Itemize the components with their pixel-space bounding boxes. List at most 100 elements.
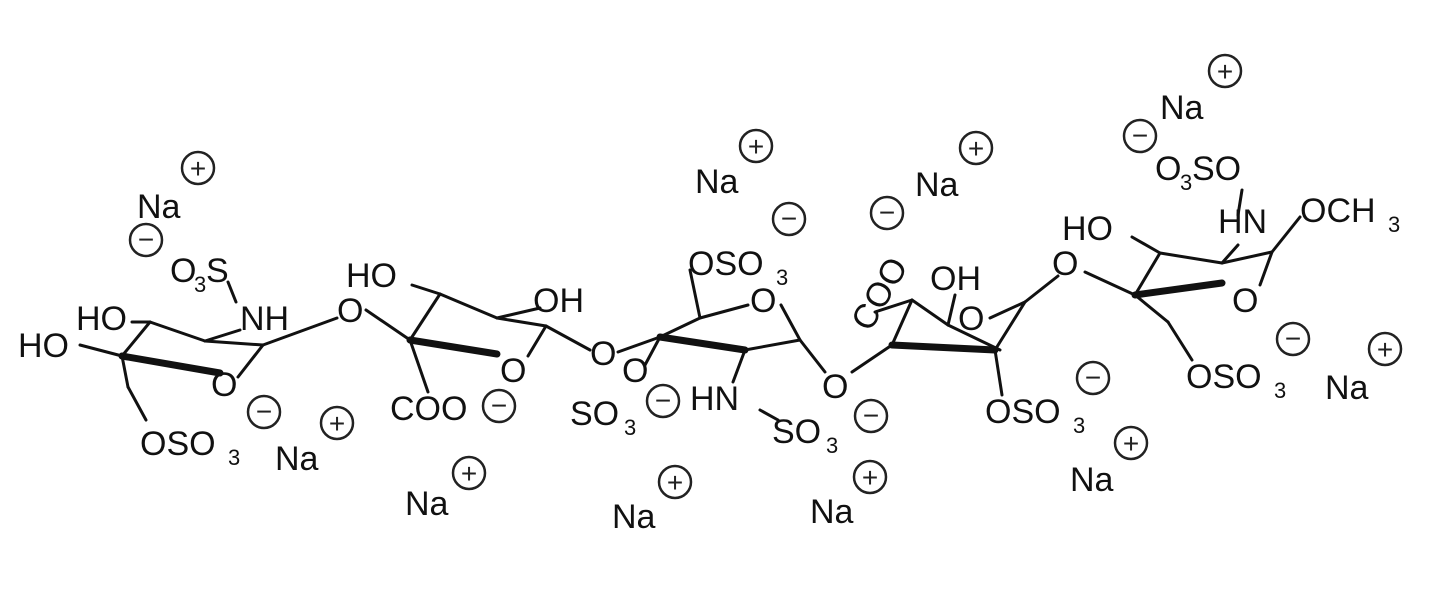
glycosidic-oxygen-3: O <box>822 368 848 406</box>
glycosidic-oxygen-4: O <box>1052 245 1078 283</box>
negative-charge-icon: − <box>853 398 889 434</box>
svg-text:3: 3 <box>1180 170 1192 195</box>
ring-4-bonds <box>850 274 1060 397</box>
carboxylate-label-ring2: COO <box>390 390 467 428</box>
hydroxyl-label-ring5-c3: HO <box>1062 210 1113 248</box>
sulfamate-label-ring5: O 3 SO <box>1155 150 1241 195</box>
sodium-label: Na <box>1325 369 1369 407</box>
sodium-label: Na <box>1070 461 1114 499</box>
sulfamate-label-ring3: SO 3 <box>772 413 838 458</box>
sulfate-oxygen-ring3-c3: O <box>622 352 648 390</box>
label-layer: HO HO O NH O 3 S OSO 3 O HO OH O COO O O… <box>18 89 1400 536</box>
svg-text:−: − <box>879 197 895 228</box>
svg-text:−: − <box>1285 323 1301 354</box>
sulfate-label-ring5-c6: OSO 3 <box>1186 358 1286 403</box>
svg-text:+: + <box>461 458 477 489</box>
svg-text:−: − <box>781 203 797 234</box>
svg-text:−: − <box>1085 362 1101 393</box>
svg-text:OCH: OCH <box>1300 192 1376 230</box>
positive-charge-icon: + <box>958 130 994 166</box>
negative-charge-icon: − <box>128 222 164 258</box>
svg-text:3: 3 <box>1388 212 1400 237</box>
svg-text:O: O <box>170 252 196 290</box>
ring-oxygen-1: O <box>211 366 237 404</box>
svg-text:−: − <box>256 396 272 427</box>
svg-text:+: + <box>748 131 764 162</box>
amine-label-ring5: HN <box>1218 203 1267 241</box>
svg-text:+: + <box>329 408 345 439</box>
svg-text:O: O <box>1155 150 1181 188</box>
svg-text:SO: SO <box>1192 150 1241 188</box>
sulfamate-label-ring1: O 3 S <box>170 252 229 297</box>
sulfate-label-ring3-c3: SO 3 <box>570 395 636 440</box>
positive-charge-icon: + <box>738 128 774 164</box>
positive-charge-icon: + <box>1367 331 1403 367</box>
sodium-label: Na <box>612 498 656 536</box>
svg-text:+: + <box>190 153 206 184</box>
svg-text:SO: SO <box>772 413 821 451</box>
svg-text:3: 3 <box>776 265 788 290</box>
svg-text:+: + <box>667 467 683 498</box>
ring-3-bonds <box>616 268 827 422</box>
sodium-label: Na <box>1160 89 1204 127</box>
ring-oxygen-5: O <box>1232 282 1258 320</box>
ring-oxygen-4: O <box>958 300 984 338</box>
sodium-label: Na <box>137 188 181 226</box>
ring-oxygen-3: O <box>750 282 776 320</box>
hydroxyl-label-ring1-c3: HO <box>76 300 127 338</box>
ring-2-bonds <box>364 283 592 394</box>
svg-text:3: 3 <box>194 272 206 297</box>
svg-text:+: + <box>862 462 878 493</box>
charge-layer: + + + + + + + + + + − − − − − − − − − − <box>128 53 1403 500</box>
negative-charge-icon: − <box>481 388 517 424</box>
svg-text:OSO: OSO <box>1186 358 1262 396</box>
negative-charge-icon: − <box>1122 118 1158 154</box>
svg-text:−: − <box>491 390 507 421</box>
positive-charge-icon: + <box>657 464 693 500</box>
svg-text:S: S <box>206 252 229 290</box>
svg-text:−: − <box>138 224 154 255</box>
svg-text:−: − <box>863 400 879 431</box>
svg-text:SO: SO <box>570 395 619 433</box>
hydroxyl-label-ring1-c4: HO <box>18 327 69 365</box>
ring-oxygen-2: O <box>500 352 526 390</box>
sulfate-label-ring3-c6: OSO 3 <box>688 245 788 290</box>
glycosidic-oxygen-1: O <box>337 292 363 330</box>
sulfate-label-ring1-c6: OSO 3 <box>140 425 240 470</box>
carboxylate-label-ring4: COO <box>844 251 916 337</box>
methoxy-label-ring5: OCH 3 <box>1300 192 1400 237</box>
svg-text:3: 3 <box>1073 413 1085 438</box>
positive-charge-icon: + <box>852 459 888 495</box>
svg-text:3: 3 <box>1274 378 1286 403</box>
svg-text:3: 3 <box>624 415 636 440</box>
amine-label-ring3: HN <box>690 380 739 418</box>
positive-charge-icon: + <box>451 455 487 491</box>
svg-text:+: + <box>1123 428 1139 459</box>
negative-charge-icon: − <box>1075 360 1111 396</box>
hydroxyl-label-ring4-c3: OH <box>930 260 981 298</box>
ring-1-bonds <box>78 280 339 422</box>
svg-text:OSO: OSO <box>688 245 764 283</box>
positive-charge-icon: + <box>319 405 355 441</box>
svg-text:−: − <box>1132 120 1148 151</box>
glycosidic-oxygen-2: O <box>590 335 616 373</box>
hydroxyl-label-ring2-c3: HO <box>346 257 397 295</box>
positive-charge-icon: + <box>180 150 216 186</box>
ring-5-bonds <box>1083 188 1302 362</box>
svg-text:+: + <box>968 133 984 164</box>
svg-text:3: 3 <box>228 445 240 470</box>
sulfate-label-ring4-c2: OSO 3 <box>985 393 1085 438</box>
amine-label-ring1: NH <box>240 300 289 338</box>
sodium-label: Na <box>695 163 739 201</box>
svg-text:+: + <box>1377 334 1393 365</box>
negative-charge-icon: − <box>1275 321 1311 357</box>
svg-text:OSO: OSO <box>985 393 1061 431</box>
negative-charge-icon: − <box>645 383 681 419</box>
svg-text:OSO: OSO <box>140 425 216 463</box>
positive-charge-icon: + <box>1207 53 1243 89</box>
sodium-label: Na <box>405 485 449 523</box>
svg-text:−: − <box>655 385 671 416</box>
positive-charge-icon: + <box>1113 425 1149 461</box>
